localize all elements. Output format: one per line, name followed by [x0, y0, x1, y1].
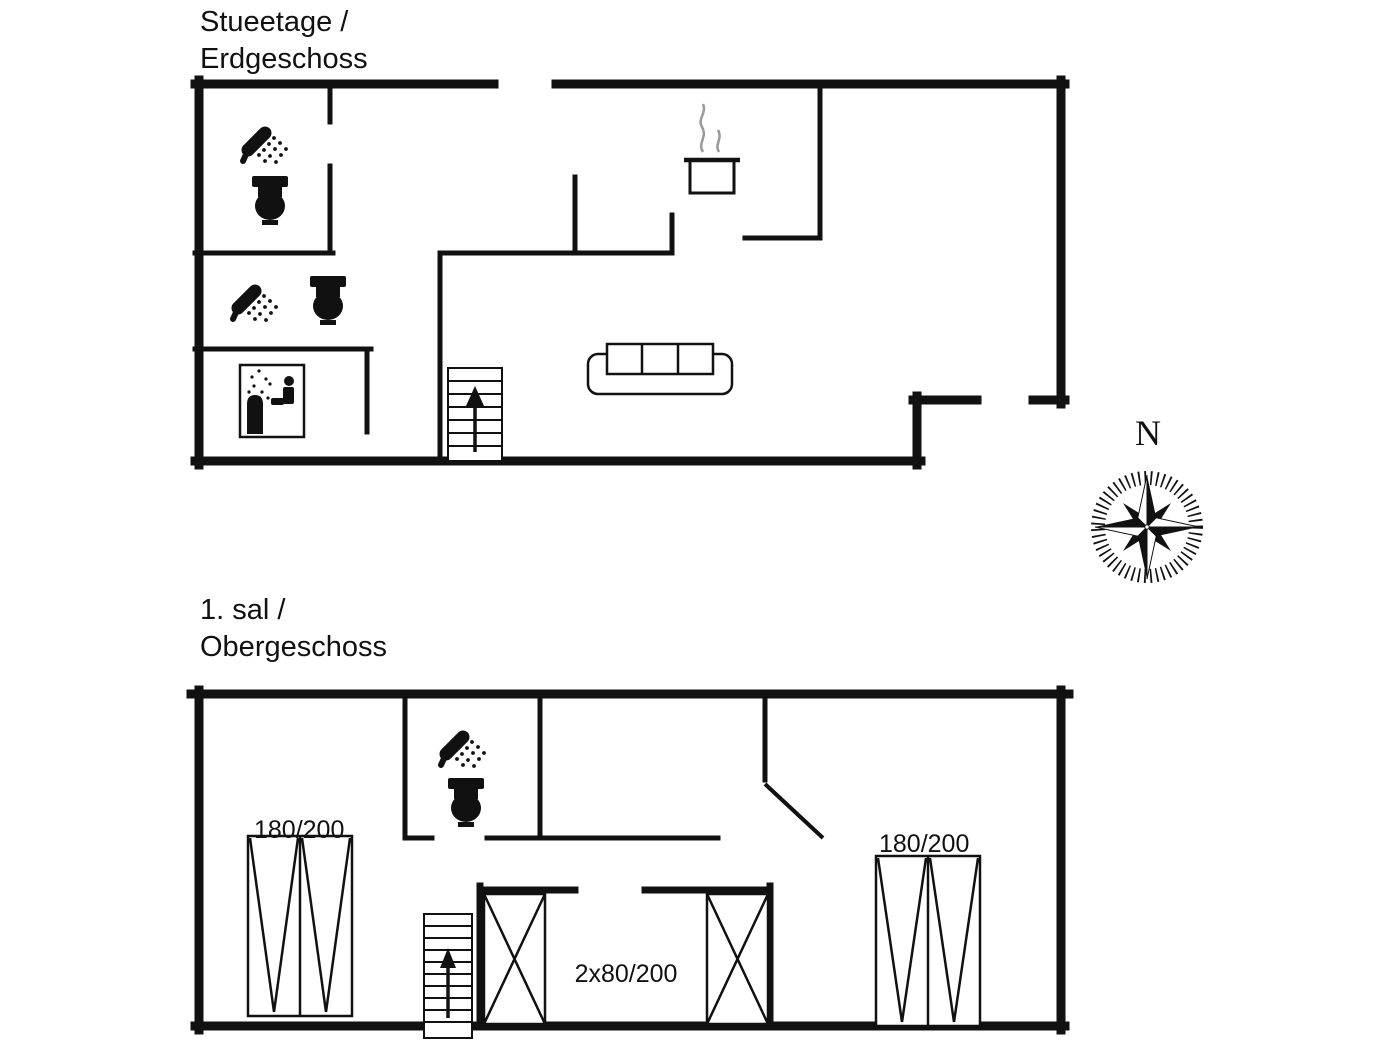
ground-floor-interior-walls	[192, 81, 823, 464]
single-beds-2x80-200	[482, 892, 770, 1026]
toilet-icon	[448, 778, 484, 827]
ground-floor-plan	[190, 75, 1070, 470]
first-floor-plan	[186, 685, 1074, 1039]
double-bed	[246, 834, 354, 1018]
first-floor-interior-walls	[402, 691, 768, 841]
ground-floor-outer-walls	[190, 75, 1070, 470]
door-leaf	[763, 782, 825, 840]
toilet-icon	[310, 276, 346, 325]
floor2-title-line1: 1. sal /	[200, 594, 286, 626]
floor2-title-line2: Obergeschoss	[200, 631, 387, 663]
shower-icon	[441, 737, 486, 768]
floor2-title: 1. sal / Obergeschoss	[200, 592, 387, 666]
floor1-title-line1: Stueetage /	[200, 6, 349, 38]
bed-size-label-middle: 2x80/200	[574, 960, 678, 988]
shower-icon	[243, 133, 288, 164]
stairs-up-icon	[423, 913, 473, 1039]
bed-size-label-left: 180/200	[254, 816, 345, 844]
bed-size-label-right: 180/200	[879, 830, 970, 858]
cooking-pot-icon	[684, 103, 740, 195]
compass-rose-icon	[1091, 471, 1203, 583]
shower-icon	[233, 291, 278, 322]
first-floor-thick-partitions	[476, 882, 774, 1030]
compass-north-label: N	[1135, 413, 1161, 453]
floor1-title: Stueetage / Erdgeschoss	[200, 4, 368, 78]
first-floor-outer-walls	[186, 685, 1074, 1035]
stairs-up-icon	[447, 367, 503, 462]
toilet-icon	[252, 176, 288, 225]
sauna-icon	[238, 363, 306, 439]
floor1-title-line2: Erdgeschoss	[200, 43, 368, 75]
double-bed	[874, 854, 982, 1028]
sofa-icon	[586, 342, 734, 396]
